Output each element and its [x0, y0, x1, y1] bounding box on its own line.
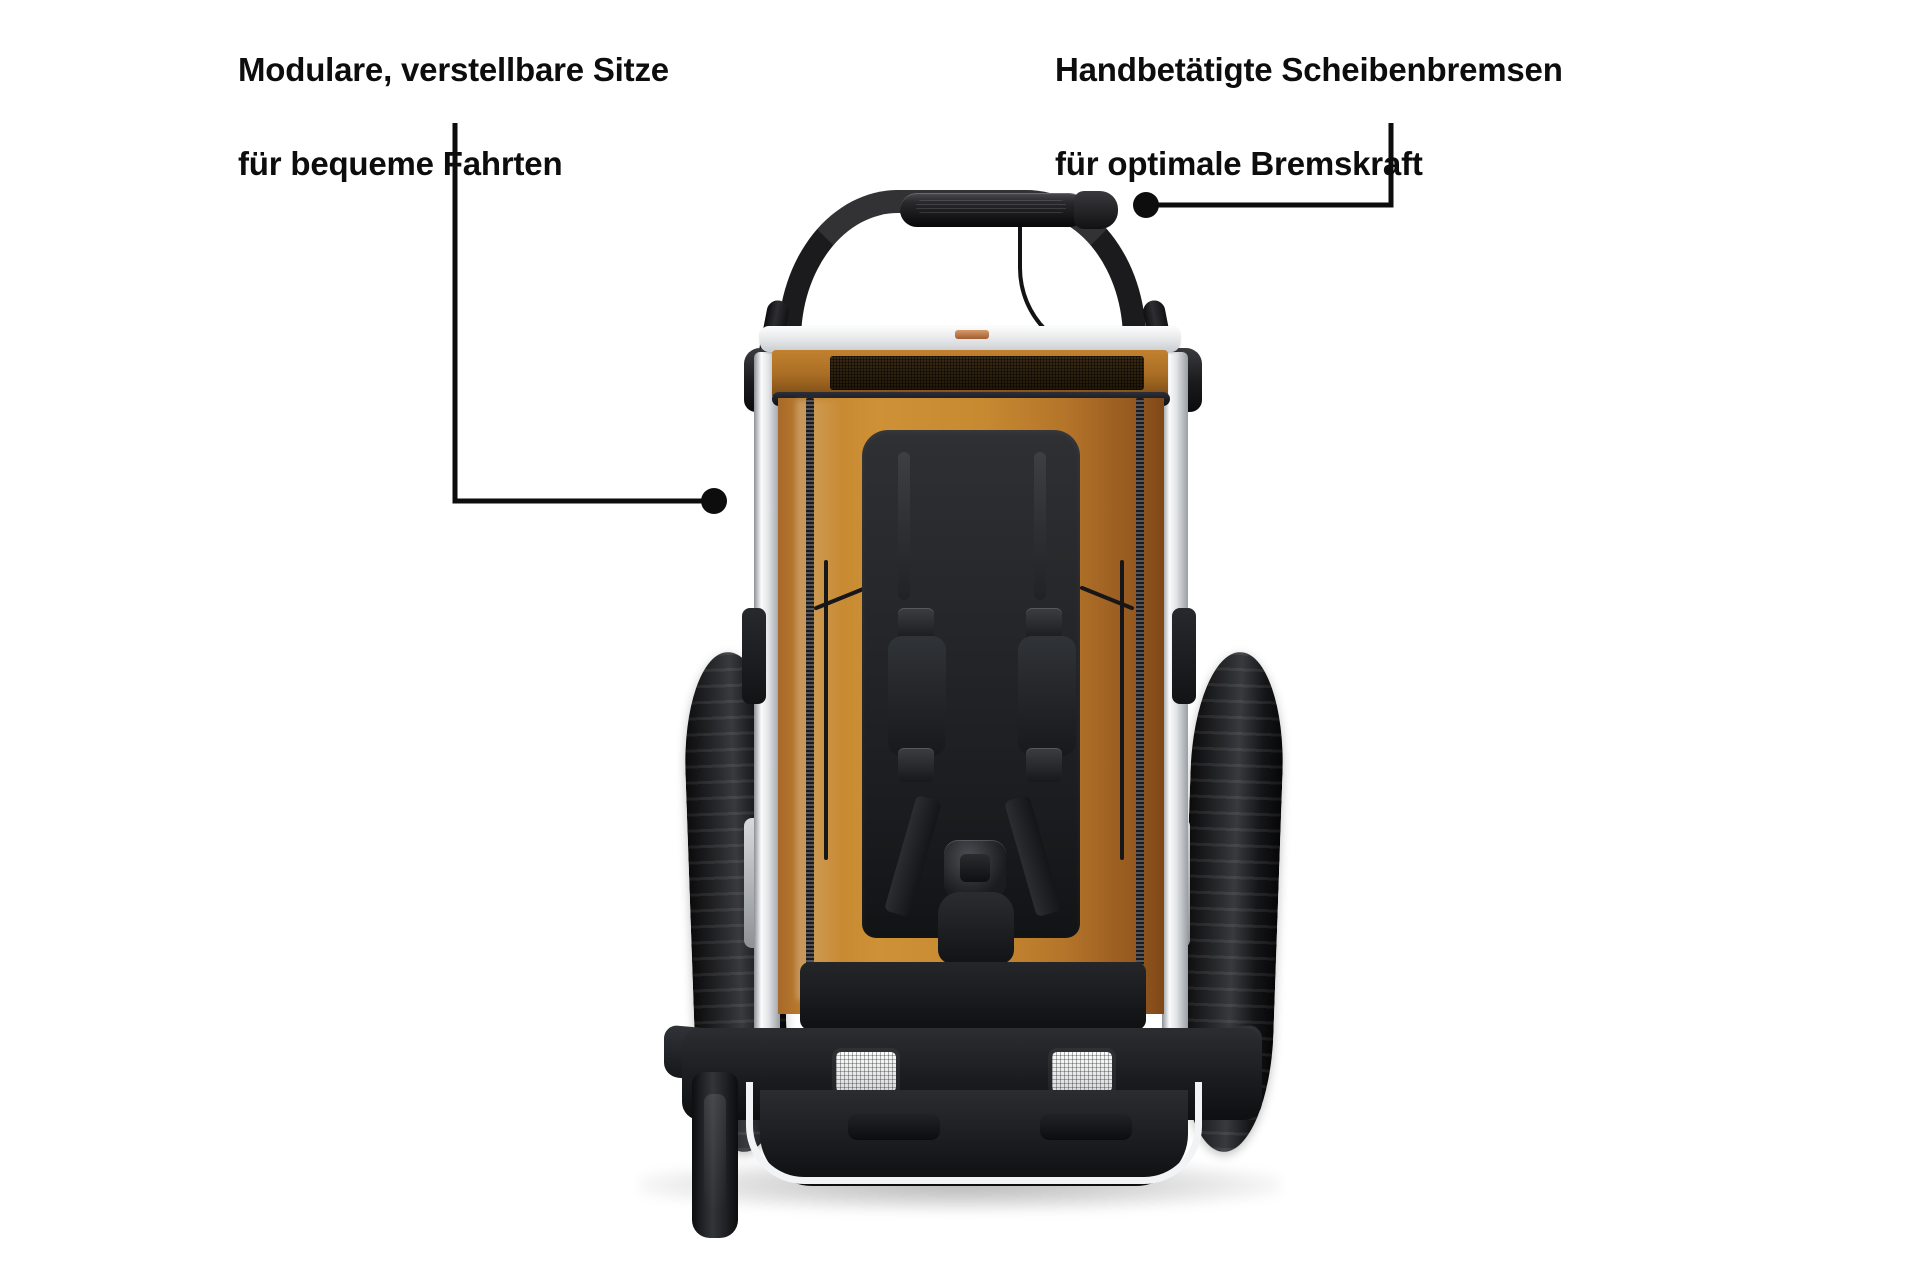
seat-channel-left — [898, 452, 910, 600]
handlebar-grip — [900, 193, 1086, 227]
callout-label-right-line2: für optimale Bremskraft — [1055, 144, 1423, 182]
handlebar-end-cap — [1074, 191, 1118, 229]
handlebar-grip-ribs — [916, 200, 1066, 213]
harness-adjuster-bottom-left — [898, 748, 934, 782]
callout-label-right: Handbetätigte Scheibenbremsen für optima… — [1055, 0, 1715, 234]
seat-channel-right — [1034, 452, 1046, 600]
callout-label-left-line2: für bequeme Fahrten — [238, 144, 563, 182]
seat-bench — [800, 962, 1146, 1030]
harness-shoulder-pad-right — [1018, 636, 1076, 756]
callout-label-right-line1: Handbetätigte Scheibenbremsen — [1055, 50, 1563, 88]
parking-stand-leg — [692, 1072, 738, 1238]
bumper-vent-right — [1040, 1114, 1132, 1140]
fabric-sheen — [796, 400, 844, 1000]
callout-label-left: Modulare, verstellbare Sitze für bequeme… — [238, 0, 838, 234]
harness-buckle-center — [944, 840, 1006, 898]
fabric-seam-right — [1120, 560, 1124, 860]
harness-shoulder-pad-left — [888, 636, 946, 756]
harness-crotch-pad — [938, 892, 1014, 964]
roof-badge — [955, 330, 989, 339]
bumper-vent-left — [848, 1114, 940, 1140]
fabric-seam-left — [824, 560, 828, 860]
zipper-right — [1136, 398, 1144, 1012]
reflector-left — [836, 1052, 896, 1092]
zipper-left — [806, 398, 814, 1012]
callout-label-left-line1: Modulare, verstellbare Sitze — [238, 50, 669, 88]
side-pocket-left — [742, 608, 766, 704]
harness-adjuster-bottom-right — [1026, 748, 1062, 782]
side-pocket-right — [1172, 608, 1196, 704]
canopy-mesh-window — [830, 356, 1144, 390]
reflector-right — [1052, 1052, 1112, 1092]
rear-bumper-lip — [746, 1082, 1202, 1184]
